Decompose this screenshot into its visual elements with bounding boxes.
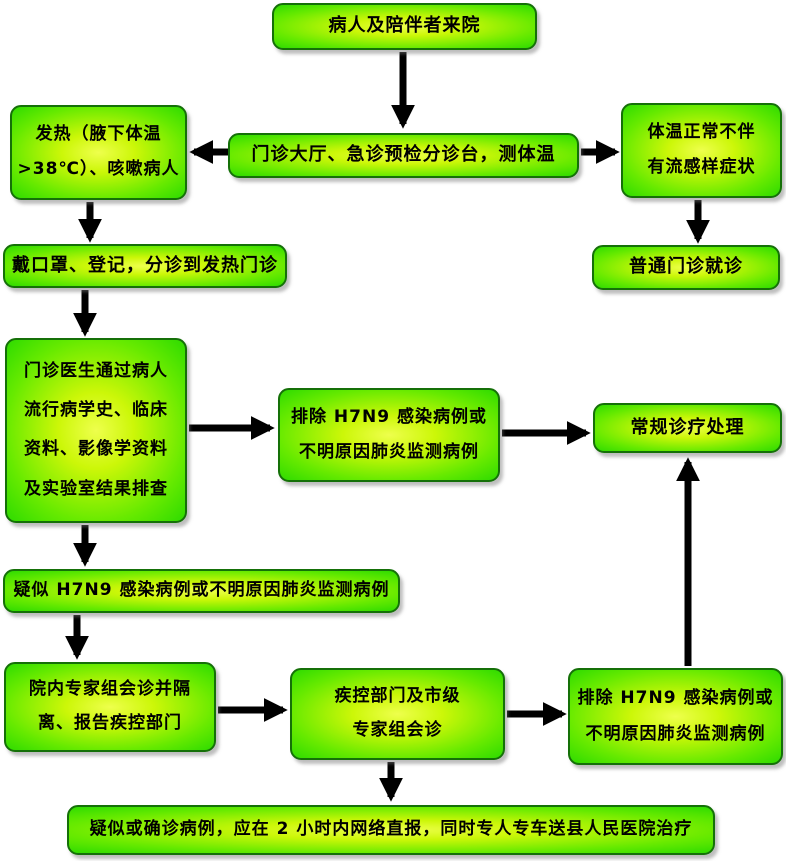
node-doctor-screening: 门诊医生通过病人 流行病学史、临床 资料、影像学资料 及实验室结果排查 (5, 338, 187, 523)
node-cdc-experts: 疾控部门及市级 专家组会诊 (290, 668, 505, 760)
node-mask-register: 戴口罩、登记，分诊到发热门诊 (3, 244, 287, 288)
node-final-report: 疑似或确诊病例，应在 2 小时内网络直报，同时专人专车送县人民医院治疗 (67, 805, 715, 855)
node-routine-care: 常规诊疗处理 (593, 403, 782, 453)
node-doctor-screening-line-3: 资料、影像学资料 (24, 439, 168, 460)
node-doctor-screening-line-1: 门诊医生通过病人 (24, 360, 168, 381)
node-arrival: 病人及陪伴者来院 (272, 3, 537, 50)
node-normal-temp: 体温正常不伴 有流感样症状 (621, 103, 782, 198)
node-general-clinic-label: 普通门诊就诊 (629, 256, 743, 278)
node-normal-temp-line-1: 体温正常不伴 (647, 121, 756, 142)
node-arrival-label: 病人及陪伴者来院 (328, 15, 481, 37)
node-routine-care-label: 常规诊疗处理 (630, 416, 745, 438)
node-suspected-case-label: 疑似 H7N9 感染病例或不明原因肺炎监测病例 (13, 580, 390, 601)
node-fever-line-1: 发热（腋下体温 (35, 123, 162, 144)
node-exclude-middle-line-2: 不明原因肺炎监测病例 (299, 441, 479, 462)
node-exclude-right-line-2: 不明原因肺炎监测病例 (585, 723, 766, 744)
node-exclude-h7n9-middle: 排除 H7N9 感染病例或 不明原因肺炎监测病例 (278, 388, 500, 482)
node-triage-desk: 门诊大厅、急诊预检分诊台，测体温 (228, 133, 579, 178)
node-normal-temp-line-2: 有流感样症状 (647, 157, 756, 178)
node-final-report-label: 疑似或确诊病例，应在 2 小时内网络直报，同时专人专车送县人民医院治疗 (89, 819, 693, 840)
node-exclude-right-line-1: 排除 H7N9 感染病例或 (577, 687, 774, 708)
node-fever-line-2: >38℃）、咳嗽病人 (17, 159, 180, 180)
node-exclude-middle-line-1: 排除 H7N9 感染病例或 (291, 406, 487, 427)
node-fever-patient: 发热（腋下体温 >38℃）、咳嗽病人 (10, 105, 187, 200)
node-mask-register-label: 戴口罩、登记，分诊到发热门诊 (12, 254, 278, 276)
node-cdc-experts-line-1: 疾控部门及市级 (334, 685, 461, 706)
node-hospital-experts: 院内专家组会诊并隔 离、报告疾控部门 (4, 662, 216, 752)
node-hospital-experts-line-1: 院内专家组会诊并隔 (29, 679, 191, 700)
node-doctor-screening-line-4: 及实验室结果排查 (24, 478, 168, 499)
node-general-clinic: 普通门诊就诊 (592, 245, 780, 290)
node-triage-desk-label: 门诊大厅、急诊预检分诊台，测体温 (251, 144, 556, 166)
node-cdc-experts-line-2: 专家组会诊 (352, 720, 443, 741)
node-hospital-experts-line-2: 离、报告疾控部门 (38, 713, 182, 734)
node-exclude-h7n9-right: 排除 H7N9 感染病例或 不明原因肺炎监测病例 (568, 668, 783, 765)
node-suspected-case: 疑似 H7N9 感染病例或不明原因肺炎监测病例 (3, 569, 400, 613)
node-doctor-screening-line-2: 流行病学史、临床 (24, 400, 168, 421)
